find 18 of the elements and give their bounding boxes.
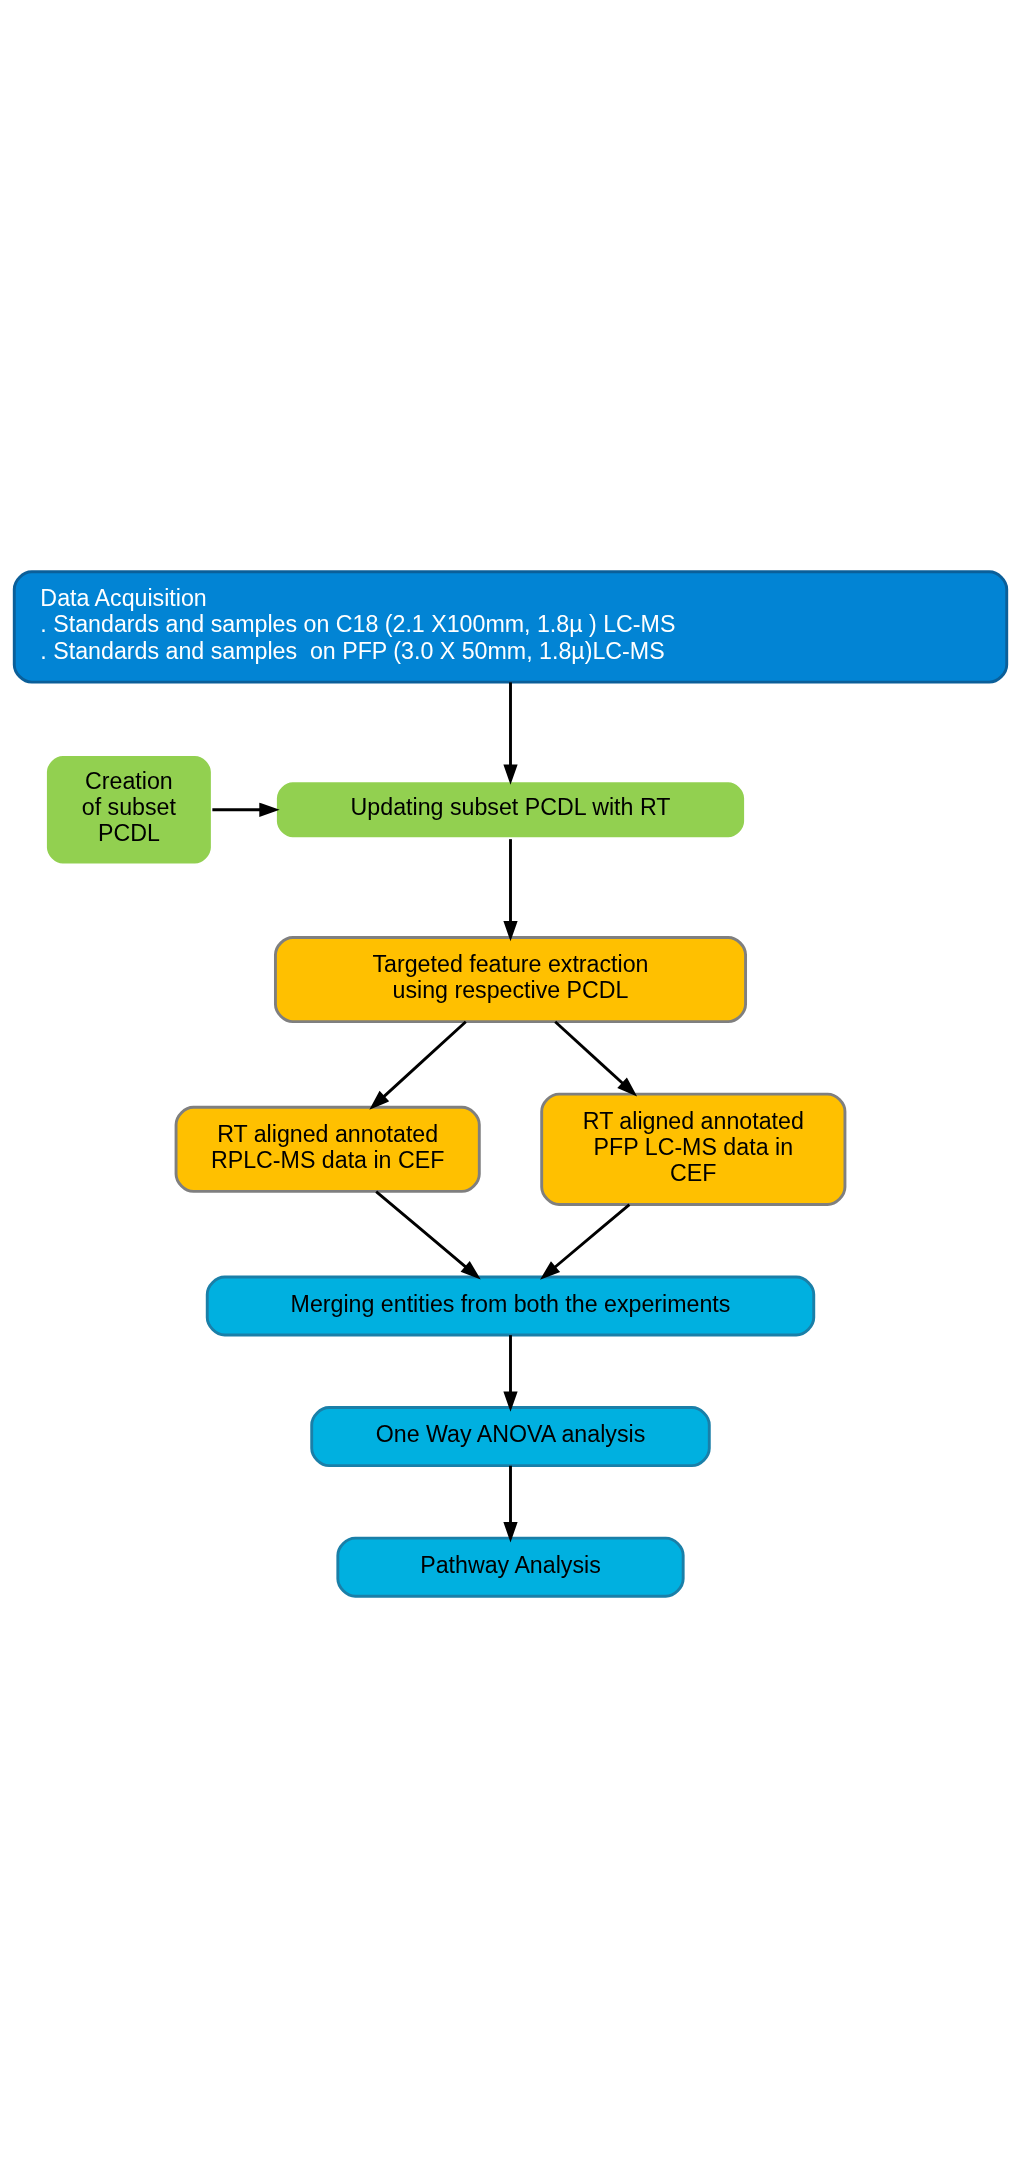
node-box: Merging entities from both the experiments <box>205 1275 816 1337</box>
node-box: Updating subset PCDL with RT <box>274 779 747 841</box>
arrow <box>554 1020 638 1097</box>
arrow <box>503 839 518 942</box>
node-box: Pathway Analysis <box>336 1536 685 1598</box>
arrow <box>540 1203 631 1280</box>
node-box: Creation of subset PCDL <box>44 753 214 867</box>
arrow <box>503 1465 518 1543</box>
node-box: Targeted feature extraction using respective PCDL <box>274 936 747 1024</box>
arrow <box>503 682 518 785</box>
node-box: RT aligned annotated RPLC-MS data in CEF <box>174 1105 481 1193</box>
arrow <box>369 1020 467 1110</box>
node-box: RT aligned annotated PFP LC-MS data in CEF <box>540 1092 847 1206</box>
node-box: Data Acquisition . Standards and samples on C18 (2.1 X100mm, 1.8µ ) LC-MS . Standards and samples on PFP (3.0 X 50mm, 1.8µ)LC-MS <box>12 570 1009 684</box>
arrow <box>212 802 280 817</box>
arrow <box>375 1190 481 1280</box>
arrow <box>503 1335 518 1412</box>
node-box: One Way ANOVA analysis <box>310 1406 711 1468</box>
